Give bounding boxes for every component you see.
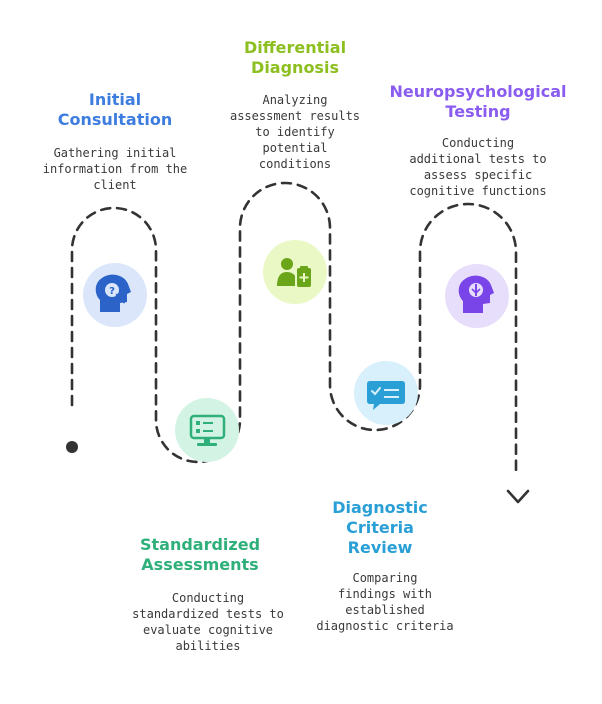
chat-checklist-icon [367,381,405,410]
step-1-description: Gathering initial information from the c… [20,145,210,193]
step-3-icon-circle [263,240,327,304]
step-5-desc-line-1: Conducting [441,136,515,150]
step-1-desc-line-3: client [93,178,137,192]
step-2-desc-line-4: abilities [175,639,241,653]
path-end-chevron [506,489,530,504]
step-3-title-line-1: Differential [243,38,347,57]
step-3-desc-line-2: assessment results [229,109,361,123]
step-4-desc-line-4: diagnostic criteria [316,619,454,633]
svg-text:?: ? [109,286,115,297]
step-4-desc-line-2: findings with [338,587,432,601]
step-2-title-line-2: Assessments [141,555,259,574]
step-4-description: Comparing findings with established diag… [295,570,475,634]
step-2-title: Standardized Assessments [120,535,280,575]
dashed-serpentine-line [70,181,518,472]
step-3-desc-line-1: Analyzing [262,93,328,107]
step-2-desc-line-1: Conducting [171,591,245,605]
step-1-title-line-2: Consultation [57,110,173,129]
step-3-description: Analyzing assessment results to identify… [210,92,380,172]
step-5-desc-line-3: assess specific [423,168,533,182]
question-head-icon: ? [95,274,131,312]
step-2-icon-circle [175,398,239,462]
step-1-desc-line-2: information from the [42,162,188,176]
step-2-desc-line-2: standardized tests to [132,607,284,621]
step-4-desc-line-3: established [345,603,425,617]
person-clipboard-icon [277,258,311,287]
step-4-desc-line-1: Comparing [352,571,418,585]
step-1-icon-circle: ? [83,263,147,327]
step-2-description: Conducting standardized tests to evaluat… [113,590,303,654]
step-4-title: Diagnostic Criteria Review [305,498,455,558]
step-4-icon-circle [354,361,418,425]
path-start-dot [66,441,78,453]
step-3-desc-line-3: to identify [255,125,335,139]
step-3-title: Differential Diagnosis [215,38,375,78]
step-3-desc-line-4: potential [262,141,328,155]
step-1-title-line-1: Initial [88,90,142,109]
step-5-title-line-2: Testing [445,102,511,121]
step-5-title: Neuropsychological Testing [378,82,578,122]
step-3-desc-line-5: conditions [258,157,332,171]
step-2-title-line-1: Standardized [139,535,261,554]
step-4-title-line-2: Criteria [346,518,414,537]
step-5-title-line-1: Neuropsychological [389,82,567,101]
step-1-title: Initial Consultation [40,90,190,130]
monitor-checklist-icon [189,414,226,446]
step-1-desc-line-1: Gathering initial [53,146,177,160]
step-4-title-line-3: Review [347,538,413,557]
step-2-desc-line-3: evaluate cognitive [142,623,274,637]
step-5-desc-line-4: cognitive functions [409,184,547,198]
step-5-icon-circle [445,264,509,328]
step-5-description: Conducting additional tests to assess sp… [383,135,573,199]
brain-head-icon [458,275,494,313]
step-3-title-line-2: Diagnosis [251,58,339,77]
step-4-title-line-1: Diagnostic [332,498,428,517]
step-5-desc-line-2: additional tests to [409,152,547,166]
